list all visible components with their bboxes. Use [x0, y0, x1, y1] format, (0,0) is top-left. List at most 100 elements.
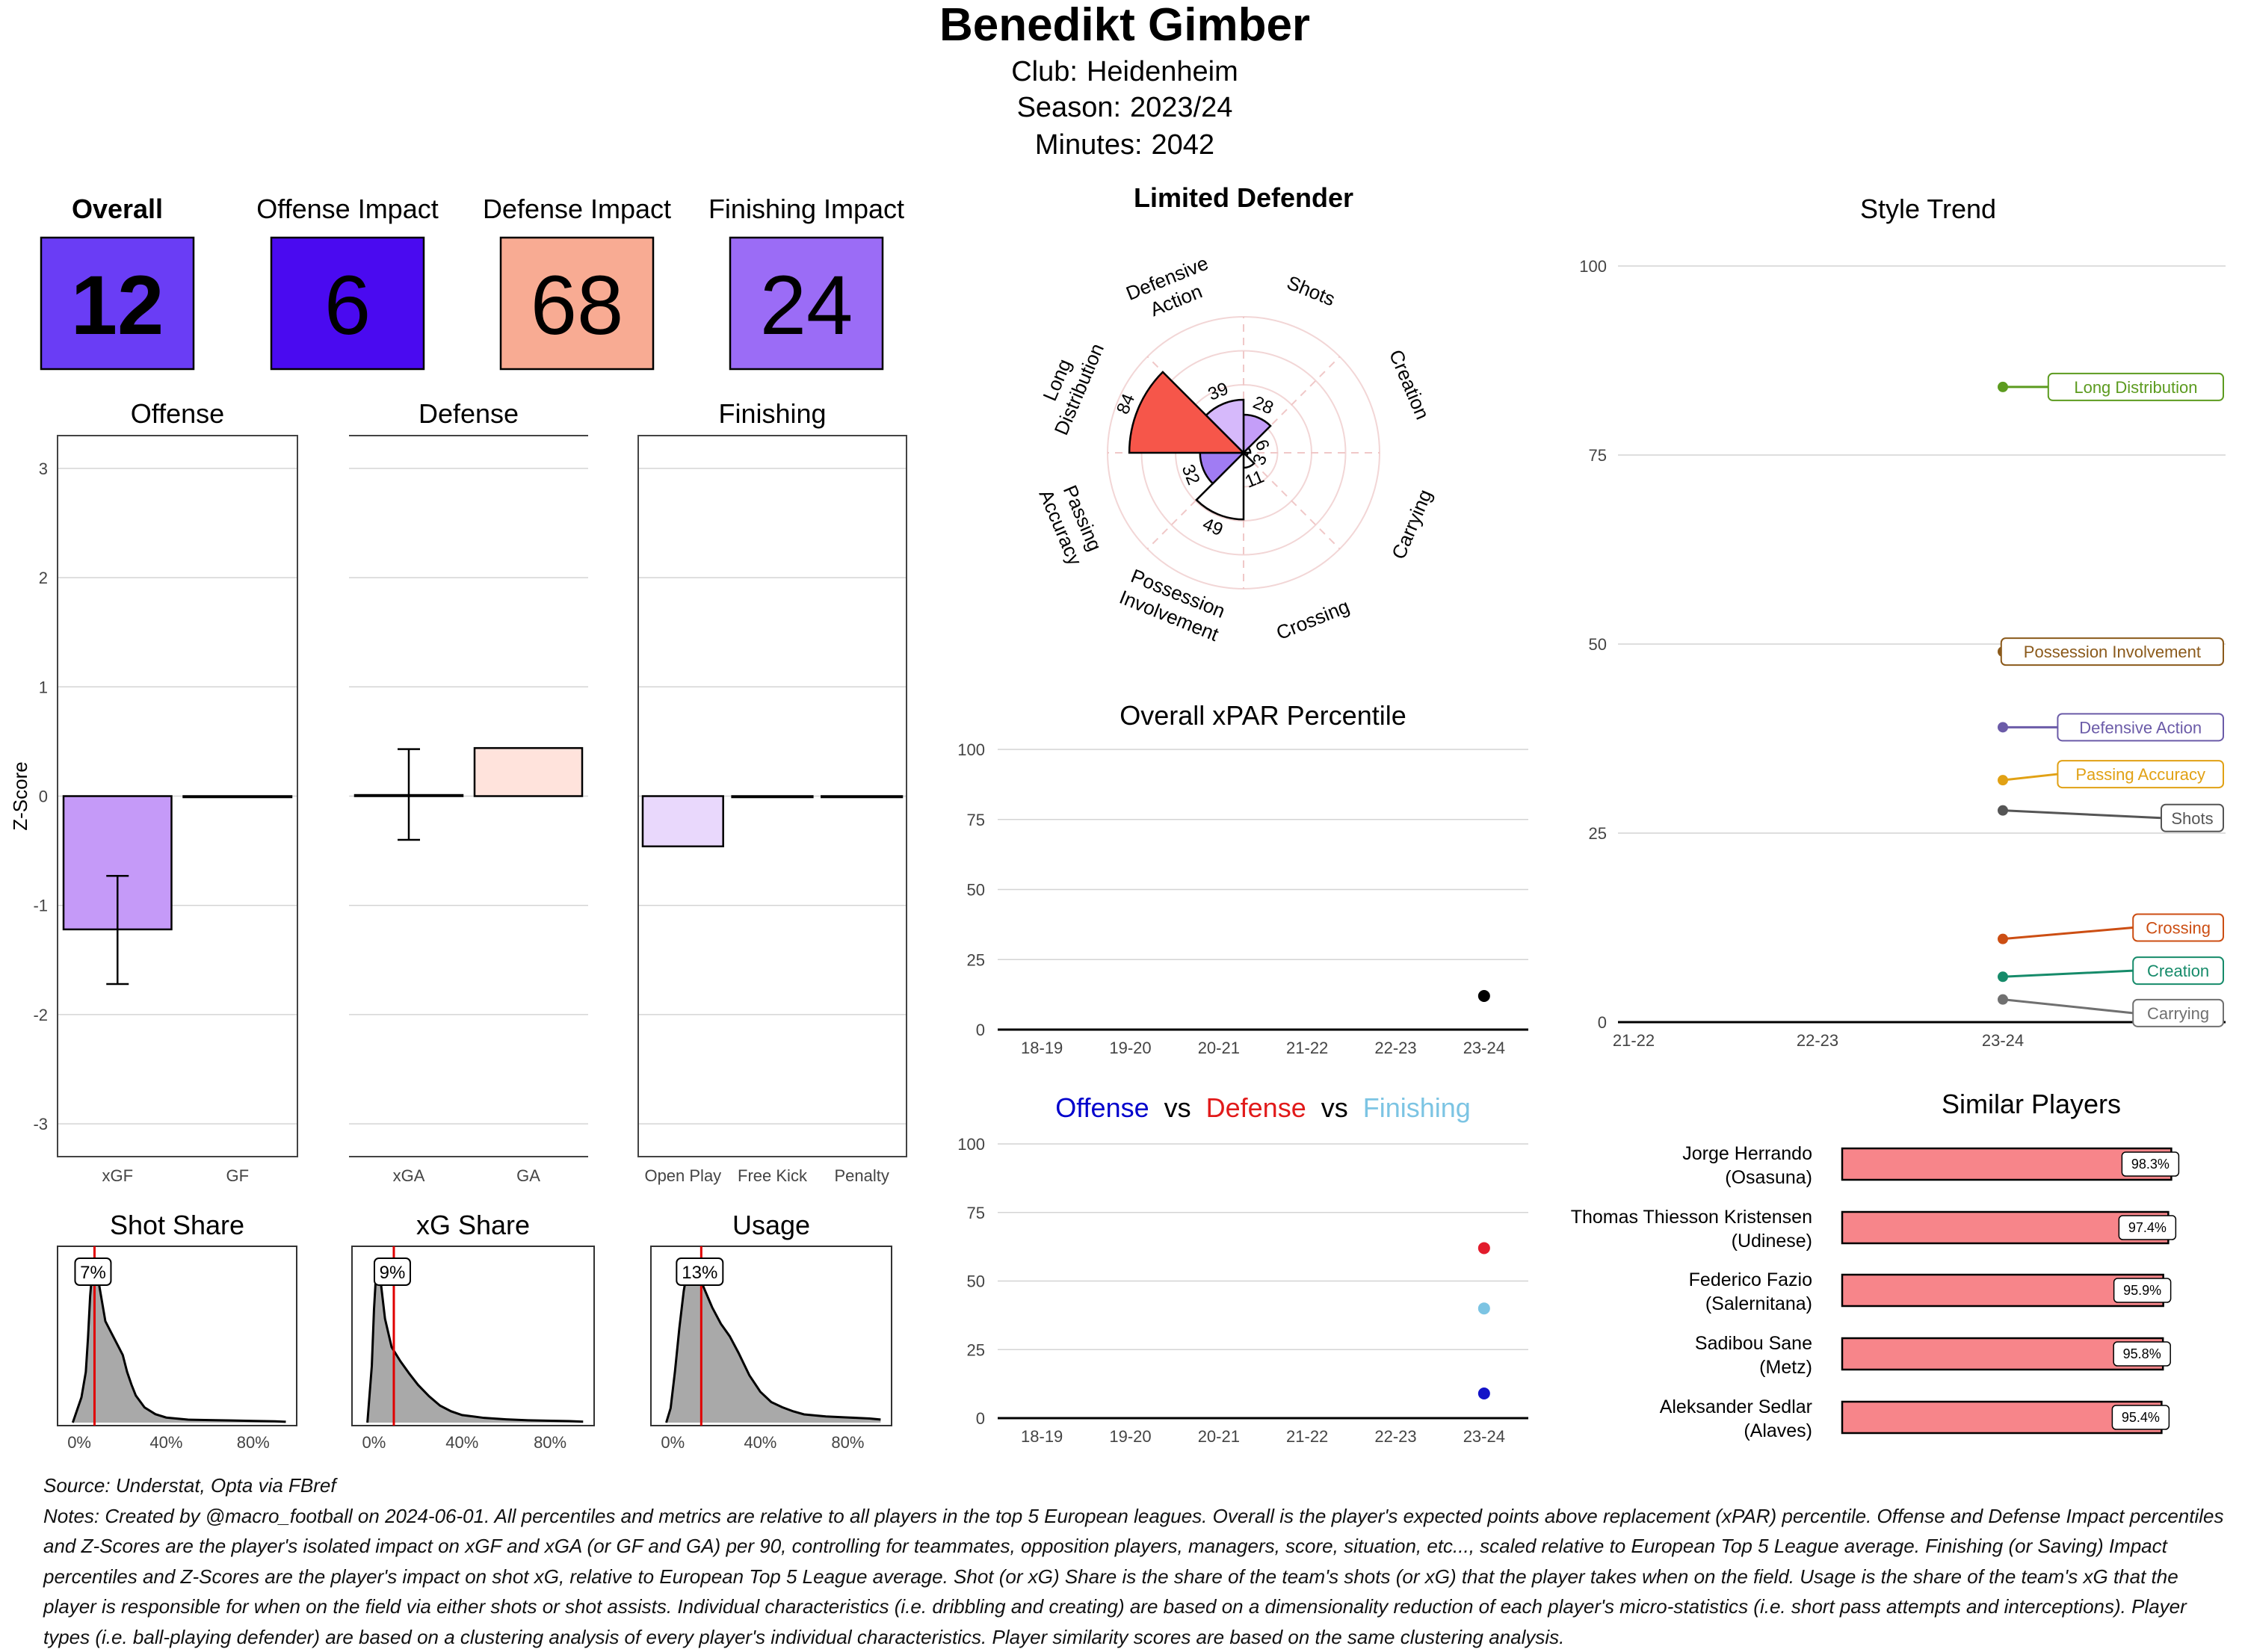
similar-player-club: (Alaves)	[1744, 1420, 1812, 1441]
y-tick: 75	[967, 811, 985, 829]
x-tick-free-kick: Free Kick	[738, 1166, 808, 1185]
x-tick-19-20: 19-20	[1109, 1427, 1151, 1446]
polar-label-carrying: Carrying	[1387, 486, 1436, 563]
minutes-line: Minutes:2042	[1035, 129, 1214, 161]
y-tick: 50	[1589, 635, 1607, 654]
x-tick-21-22: 21-22	[1286, 1427, 1328, 1446]
impact-value-overall: 12	[71, 259, 164, 352]
trend-point-shots	[1998, 805, 2008, 816]
impact-label-overall: Overall	[72, 194, 163, 224]
trend-label-defensive-action: Defensive Action	[2079, 718, 2202, 737]
x-tick: 40%	[445, 1433, 478, 1452]
x-tick-18-19: 18-19	[1021, 1039, 1063, 1057]
x-tick-23-24: 23-24	[1463, 1427, 1505, 1446]
x-tick: 40%	[149, 1433, 182, 1452]
x-tick-18-19: 18-19	[1021, 1427, 1063, 1446]
density-area	[368, 1262, 584, 1423]
polar-value-passing-accuracy: 32	[1178, 462, 1204, 488]
player-name: Benedikt Gimber	[939, 0, 1310, 51]
y-tick: 100	[1579, 257, 1607, 276]
zscore-tick-label: 2	[39, 569, 48, 587]
x-tick: 80%	[534, 1433, 566, 1452]
polar-label-line: Crossing	[1273, 595, 1352, 644]
x-tick-23-24: 23-24	[1982, 1031, 2024, 1050]
x-tick-22-23: 22-23	[1374, 1427, 1416, 1446]
density-area	[72, 1262, 285, 1423]
x-tick-penalty: Penalty	[834, 1166, 889, 1185]
similar-value-label: 95.4%	[2122, 1410, 2160, 1425]
chart-title: Style Trend	[1860, 194, 1996, 224]
polar-label-shots: Shots	[1284, 271, 1338, 311]
x-tick-22-23: 22-23	[1797, 1031, 1838, 1050]
trend-point-crossing	[1998, 934, 2008, 944]
density-area	[666, 1262, 880, 1423]
chart-title: Similar Players	[1942, 1089, 2121, 1119]
x-tick: 80%	[237, 1433, 270, 1452]
x-tick-20-21: 20-21	[1198, 1427, 1240, 1446]
polar-value-crossing: 11	[1242, 466, 1267, 492]
club-line: Club:Heidenheim	[1011, 56, 1238, 87]
trend-label-shots: Shots	[2171, 809, 2213, 828]
title-part-vs: vs	[1321, 1092, 1348, 1123]
similar-player-club: (Metz)	[1759, 1357, 1812, 1378]
polar-label-line: Carrying	[1387, 486, 1436, 563]
polar-value-shots: 28	[1250, 392, 1276, 418]
trend-label-creation: Creation	[2147, 962, 2209, 980]
panel-title: Finishing	[718, 398, 826, 429]
y-tick: 25	[1589, 824, 1607, 843]
polar-label-passing-accuracy: PassingAccuracy	[1034, 477, 1108, 569]
x-tick-20-21: 20-21	[1198, 1039, 1240, 1057]
footer-source: Source: Understat, Opta via FBref	[43, 1470, 2226, 1501]
polar-label-line: Creation	[1385, 347, 1434, 423]
season-label: Season:	[1017, 92, 1121, 123]
season-line: Season: 2023/24	[1017, 92, 1233, 123]
x-tick: 0%	[661, 1433, 685, 1452]
zscore-tick-label: -3	[33, 1115, 48, 1133]
x-tick-19-20: 19-20	[1109, 1039, 1151, 1057]
polar-label-long-distribution: LongDistribution	[1028, 331, 1108, 439]
impact-label-offense-impact: Offense Impact	[256, 194, 438, 224]
season-value: 2023/24	[1130, 92, 1232, 123]
footer: Source: Understat, Opta via FBref Notes:…	[43, 1470, 2226, 1652]
title-part-vs: vs	[1164, 1092, 1191, 1123]
club-value: Heidenheim	[1087, 56, 1238, 87]
similar-value-label: 95.9%	[2123, 1283, 2161, 1298]
panel-title: xG Share	[416, 1210, 530, 1240]
trend-point-long-distribution	[1998, 382, 2008, 392]
y-tick: 0	[976, 1021, 985, 1039]
title-part-defense: Defense	[1206, 1092, 1306, 1123]
zscore-tick-label: 3	[39, 460, 48, 478]
similar-player-club: (Salernitana)	[1705, 1293, 1812, 1314]
x-tick: 0%	[362, 1433, 386, 1452]
zscore-tick-label: -1	[33, 897, 48, 915]
trend-label-possession-involvement: Possession Involvement	[2024, 643, 2201, 661]
x-tick-21-22: 21-22	[1286, 1039, 1328, 1057]
trend-connector-shots	[2003, 811, 2161, 818]
trend-point-defensive-action	[1998, 722, 2008, 732]
trend-connector-passing-accuracy	[2003, 774, 2057, 780]
trend-label-long-distribution: Long Distribution	[2074, 378, 2197, 397]
trend-connector-crossing	[2003, 928, 2133, 939]
point-finishing	[1478, 1302, 1490, 1314]
x-tick-23-24: 23-24	[1463, 1039, 1505, 1057]
x-tick: 0%	[67, 1433, 91, 1452]
x-tick: 40%	[744, 1433, 776, 1452]
marker-label: 7%	[80, 1263, 106, 1283]
x-tick-xga: xGA	[393, 1166, 425, 1185]
x-tick-22-23: 22-23	[1374, 1039, 1416, 1057]
y-tick: 100	[957, 1135, 985, 1154]
point-overall	[1478, 990, 1490, 1002]
x-tick-21-22: 21-22	[1613, 1031, 1655, 1050]
panel-title: Offense	[131, 398, 224, 429]
y-tick: 0	[1598, 1013, 1607, 1032]
